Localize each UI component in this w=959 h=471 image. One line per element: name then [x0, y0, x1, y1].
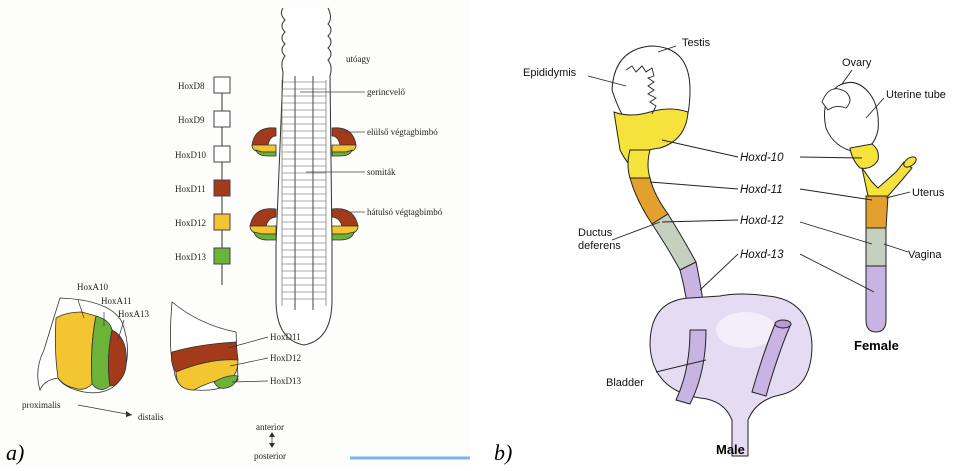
panel-a-letter: a)	[6, 440, 24, 465]
label-epididymis: Epididymis	[523, 67, 577, 79]
leader-hoxd13-male	[700, 254, 738, 290]
label-brain: utóagy	[346, 54, 371, 64]
leader-ductus	[612, 222, 660, 240]
male-tract: Testis Epididymis Ductus deferens Bladde…	[523, 37, 812, 457]
embryo-outline	[276, 8, 332, 345]
label-vagina: Vagina	[908, 249, 942, 261]
leader-vagina	[884, 244, 908, 252]
hoxa10-region	[55, 312, 96, 389]
leader-ovary	[842, 70, 852, 84]
female-tract: Ovary Uterine tube Uterus Vagina Female	[822, 57, 946, 353]
right-duct-opening	[775, 320, 791, 328]
hoxd9-box	[214, 111, 230, 127]
hoxd13-label: HoxD13	[175, 252, 206, 262]
bladder-highlight	[716, 312, 776, 348]
uterus-hox11	[866, 196, 888, 228]
label-bladder: Bladder	[606, 377, 644, 389]
label-proximal: proximalis	[22, 400, 61, 410]
uterine-tube-hox10	[850, 144, 878, 168]
hoxd12-label: HoxD12	[175, 218, 206, 228]
panel-b-letter: b)	[494, 440, 512, 465]
epididymis-hox10	[614, 109, 688, 176]
label-hoxd11-limb: HoxD11	[270, 332, 301, 342]
panel-a: HoxD8 HoxD9 HoxD10 HoxD11 HoxD12 HoxD13	[0, 0, 470, 466]
label-female: Female	[854, 338, 899, 353]
hoxd10-box	[214, 146, 230, 162]
label-hoxa10: HoxA10	[77, 282, 108, 292]
hoxd11-label: HoxD11	[175, 184, 206, 194]
label-spinal-cord: gerincvelő	[367, 87, 405, 97]
label-uterine-tube: Uterine tube	[886, 89, 946, 101]
leader-hoxd12-male	[662, 220, 738, 222]
hoxd9-label: HoxD9	[178, 115, 205, 125]
hoxd10-label: HoxD10	[175, 150, 206, 160]
label-hoxa11: HoxA11	[101, 296, 132, 306]
label-hoxa13: HoxA13	[118, 309, 149, 319]
label-forelimb: elülső végtagbimbó	[367, 127, 438, 137]
label-somites: somiták	[367, 167, 396, 177]
vagina-hox12	[866, 228, 886, 266]
label-hoxd13-limb: HoxD13	[270, 376, 301, 386]
forelimb-right-yellow	[332, 145, 356, 152]
hoxd12-box	[214, 214, 230, 230]
label-male: Male	[716, 442, 745, 457]
hoxd11-box	[214, 180, 230, 196]
label-testis: Testis	[682, 37, 711, 49]
label-uterus: Uterus	[912, 187, 945, 199]
label-hoxd12-limb: HoxD12	[270, 353, 301, 363]
leader-hoxd10-male	[662, 140, 738, 157]
ductus-hox10-segment	[628, 150, 650, 178]
label-hoxd11: Hoxd-11	[740, 184, 783, 196]
panel-a-background	[0, 0, 470, 466]
leader-hoxd11-female	[800, 189, 872, 200]
panel-b: Testis Epididymis Ductus deferens Bladde…	[494, 37, 946, 465]
label-hoxd12: Hoxd-12	[740, 215, 784, 227]
label-ductus-2: deferens	[578, 240, 621, 252]
label-ovary: Ovary	[842, 57, 872, 69]
forelimb-left-yellow	[252, 145, 276, 152]
leader-hoxd13-female	[800, 254, 874, 292]
leader-hoxd11-male	[650, 182, 738, 189]
label-hoxd13: Hoxd-13	[740, 249, 784, 261]
hoxd8-label: HoxD8	[178, 81, 205, 91]
leader-hoxd12-female	[800, 222, 872, 244]
label-ductus-1: Ductus	[578, 227, 613, 239]
ovary	[822, 89, 850, 110]
label-posterior: posterior	[254, 451, 286, 461]
hoxd8-box	[214, 77, 230, 93]
hoxd13-box	[214, 248, 230, 264]
label-anterior: anterior	[256, 422, 284, 432]
label-distal: distalis	[138, 412, 164, 422]
label-hoxd10: Hoxd-10	[740, 152, 784, 164]
vagina-hox13	[866, 266, 886, 332]
label-hindlimb: hátulsó végtagbimbó	[367, 207, 443, 217]
